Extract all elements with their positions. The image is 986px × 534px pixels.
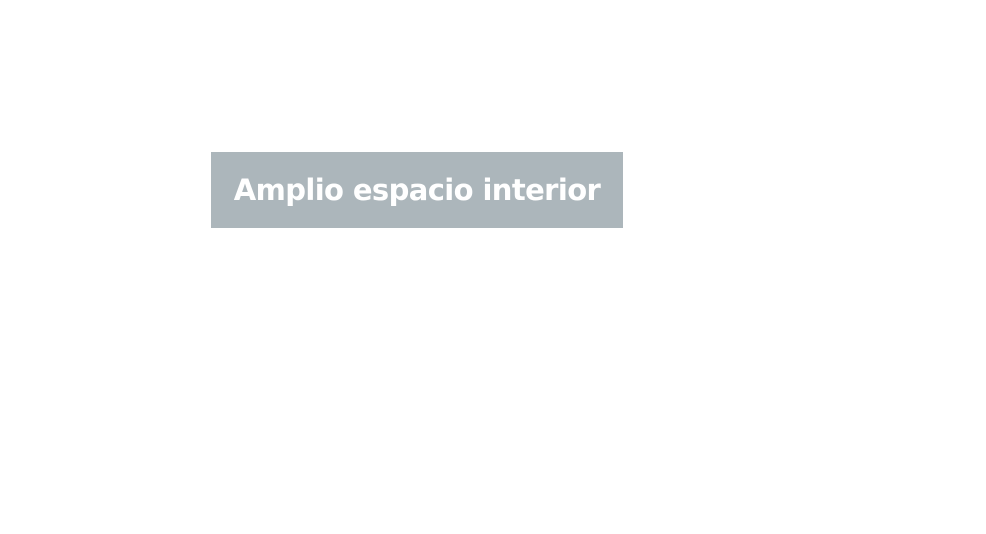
headline-banner: Amplio espacio interior	[211, 152, 623, 228]
headline-text: Amplio espacio interior	[233, 173, 601, 207]
